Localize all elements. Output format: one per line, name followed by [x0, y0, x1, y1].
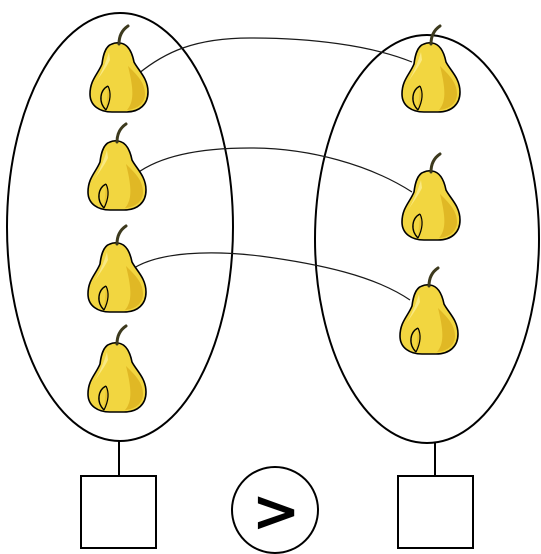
pear-icon — [398, 266, 460, 356]
match-line — [135, 147, 413, 193]
match-line — [133, 252, 411, 301]
right-group-ellipse — [314, 34, 540, 444]
pear-icon — [86, 224, 148, 314]
pear-icon — [88, 24, 150, 114]
right-answer-box[interactable] — [397, 475, 474, 549]
comparison-circle: > — [231, 466, 319, 554]
left-answer-box[interactable] — [80, 475, 157, 549]
comparison-symbol: > — [252, 477, 301, 545]
match-line — [137, 37, 413, 75]
pear-icon — [400, 152, 462, 242]
pear-icon — [86, 324, 148, 414]
pear-icon — [86, 122, 148, 212]
